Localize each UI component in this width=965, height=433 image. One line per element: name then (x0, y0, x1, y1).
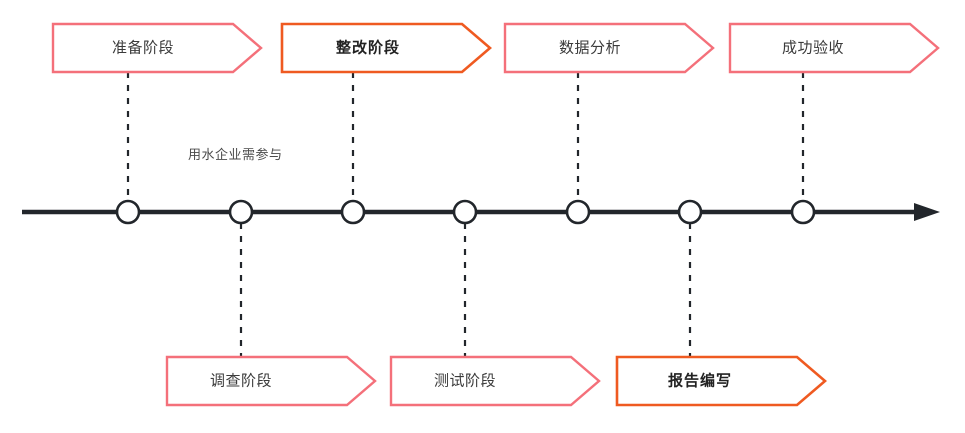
stage-banner-6[interactable] (615, 355, 827, 407)
connector-group (126, 72, 805, 357)
milestone-node-group (115, 199, 816, 225)
milestone-node-1[interactable] (115, 199, 141, 225)
milestone-node-7[interactable] (790, 199, 816, 225)
stage-banner-5[interactable] (503, 22, 715, 74)
stage-banner-4[interactable] (389, 355, 601, 407)
stage-banner-7[interactable] (728, 22, 940, 74)
stage-banner-3[interactable] (280, 22, 492, 74)
milestone-node-2[interactable] (228, 199, 254, 225)
milestone-node-6[interactable] (677, 199, 703, 225)
stage-banner-1[interactable] (51, 22, 263, 74)
stage-banner-2[interactable] (165, 355, 377, 407)
milestone-node-3[interactable] (340, 199, 366, 225)
milestone-node-4[interactable] (452, 199, 478, 225)
annotation-note-1: 用水企业需参与 (188, 147, 283, 162)
milestone-node-5[interactable] (565, 199, 591, 225)
stage-banner-group (51, 22, 940, 407)
timeline-axis-arrowhead (914, 203, 940, 221)
